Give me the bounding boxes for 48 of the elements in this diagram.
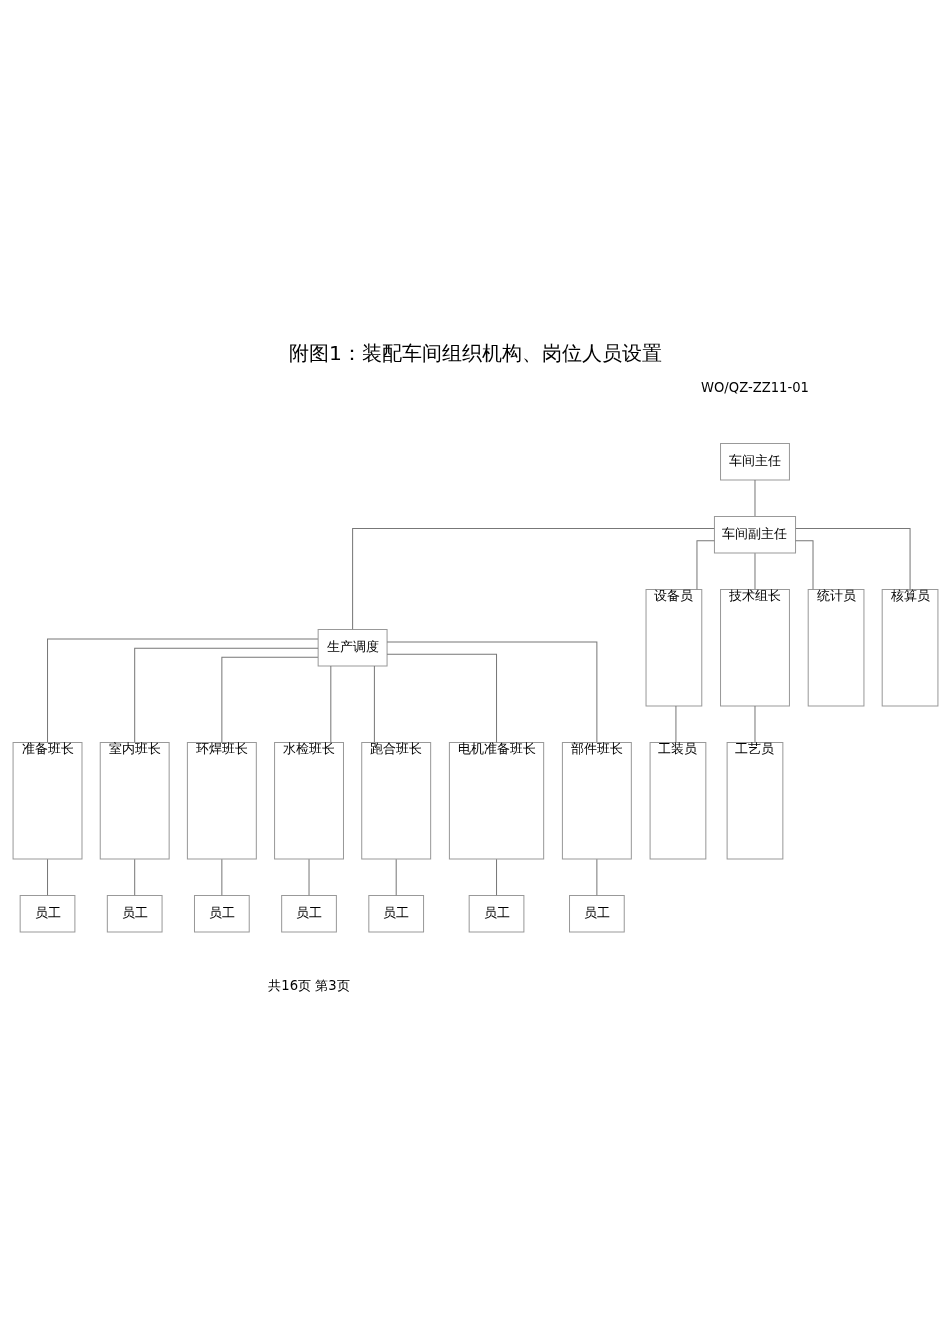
node-box: 环焊班长 bbox=[186, 741, 257, 859]
connector bbox=[46, 638, 318, 743]
node-box: 车间副主任 bbox=[713, 515, 796, 553]
connector bbox=[386, 641, 597, 743]
connector bbox=[674, 704, 676, 743]
connector bbox=[754, 704, 755, 743]
connector bbox=[695, 539, 715, 590]
node-box: 车间主任 bbox=[719, 442, 790, 480]
connector bbox=[386, 653, 497, 743]
node-box: 工装员 bbox=[649, 741, 706, 859]
connector bbox=[133, 858, 135, 896]
label: 共16页 第3页 bbox=[267, 977, 350, 993]
node-box: 电机准备班长 bbox=[448, 741, 544, 859]
node-box: 员工 bbox=[468, 894, 524, 932]
connector bbox=[133, 647, 319, 743]
connector bbox=[308, 858, 310, 896]
node-box: 工艺员 bbox=[726, 741, 783, 859]
node-box: 员工 bbox=[568, 894, 625, 932]
node-box: 设备员 bbox=[645, 588, 702, 706]
node-box: 生产调度 bbox=[317, 628, 388, 666]
node-box: 跑合班长 bbox=[360, 741, 431, 859]
connector bbox=[220, 656, 318, 743]
connector bbox=[794, 539, 813, 590]
node-box: 员工 bbox=[106, 894, 163, 932]
connector bbox=[595, 858, 597, 896]
connector bbox=[329, 665, 331, 743]
connector bbox=[754, 552, 755, 589]
connector bbox=[46, 858, 48, 896]
node-box: 核算员 bbox=[881, 588, 938, 706]
connector bbox=[794, 527, 911, 590]
node-box: 准备班长 bbox=[12, 741, 82, 859]
node-box: 员工 bbox=[367, 894, 424, 932]
label: WO/QZ-ZZ11-01 bbox=[700, 379, 809, 395]
connector bbox=[495, 858, 497, 896]
diagram-title: 附图1：装配车间组织机构、岗位人员设置 bbox=[288, 340, 662, 365]
node-box: 水检班长 bbox=[273, 741, 344, 859]
node-box: 员工 bbox=[193, 894, 250, 932]
connector bbox=[351, 527, 715, 630]
node-box: 室内班长 bbox=[99, 741, 170, 859]
connector bbox=[395, 858, 397, 896]
node-box: 技术组长 bbox=[719, 588, 790, 706]
node-box: 员工 bbox=[19, 894, 75, 932]
node-box: 部件班长 bbox=[561, 741, 632, 859]
node-box: 统计员 bbox=[807, 588, 864, 706]
node-box: 员工 bbox=[280, 894, 337, 932]
connector bbox=[754, 479, 755, 516]
connector bbox=[220, 858, 222, 896]
connector bbox=[373, 665, 375, 743]
